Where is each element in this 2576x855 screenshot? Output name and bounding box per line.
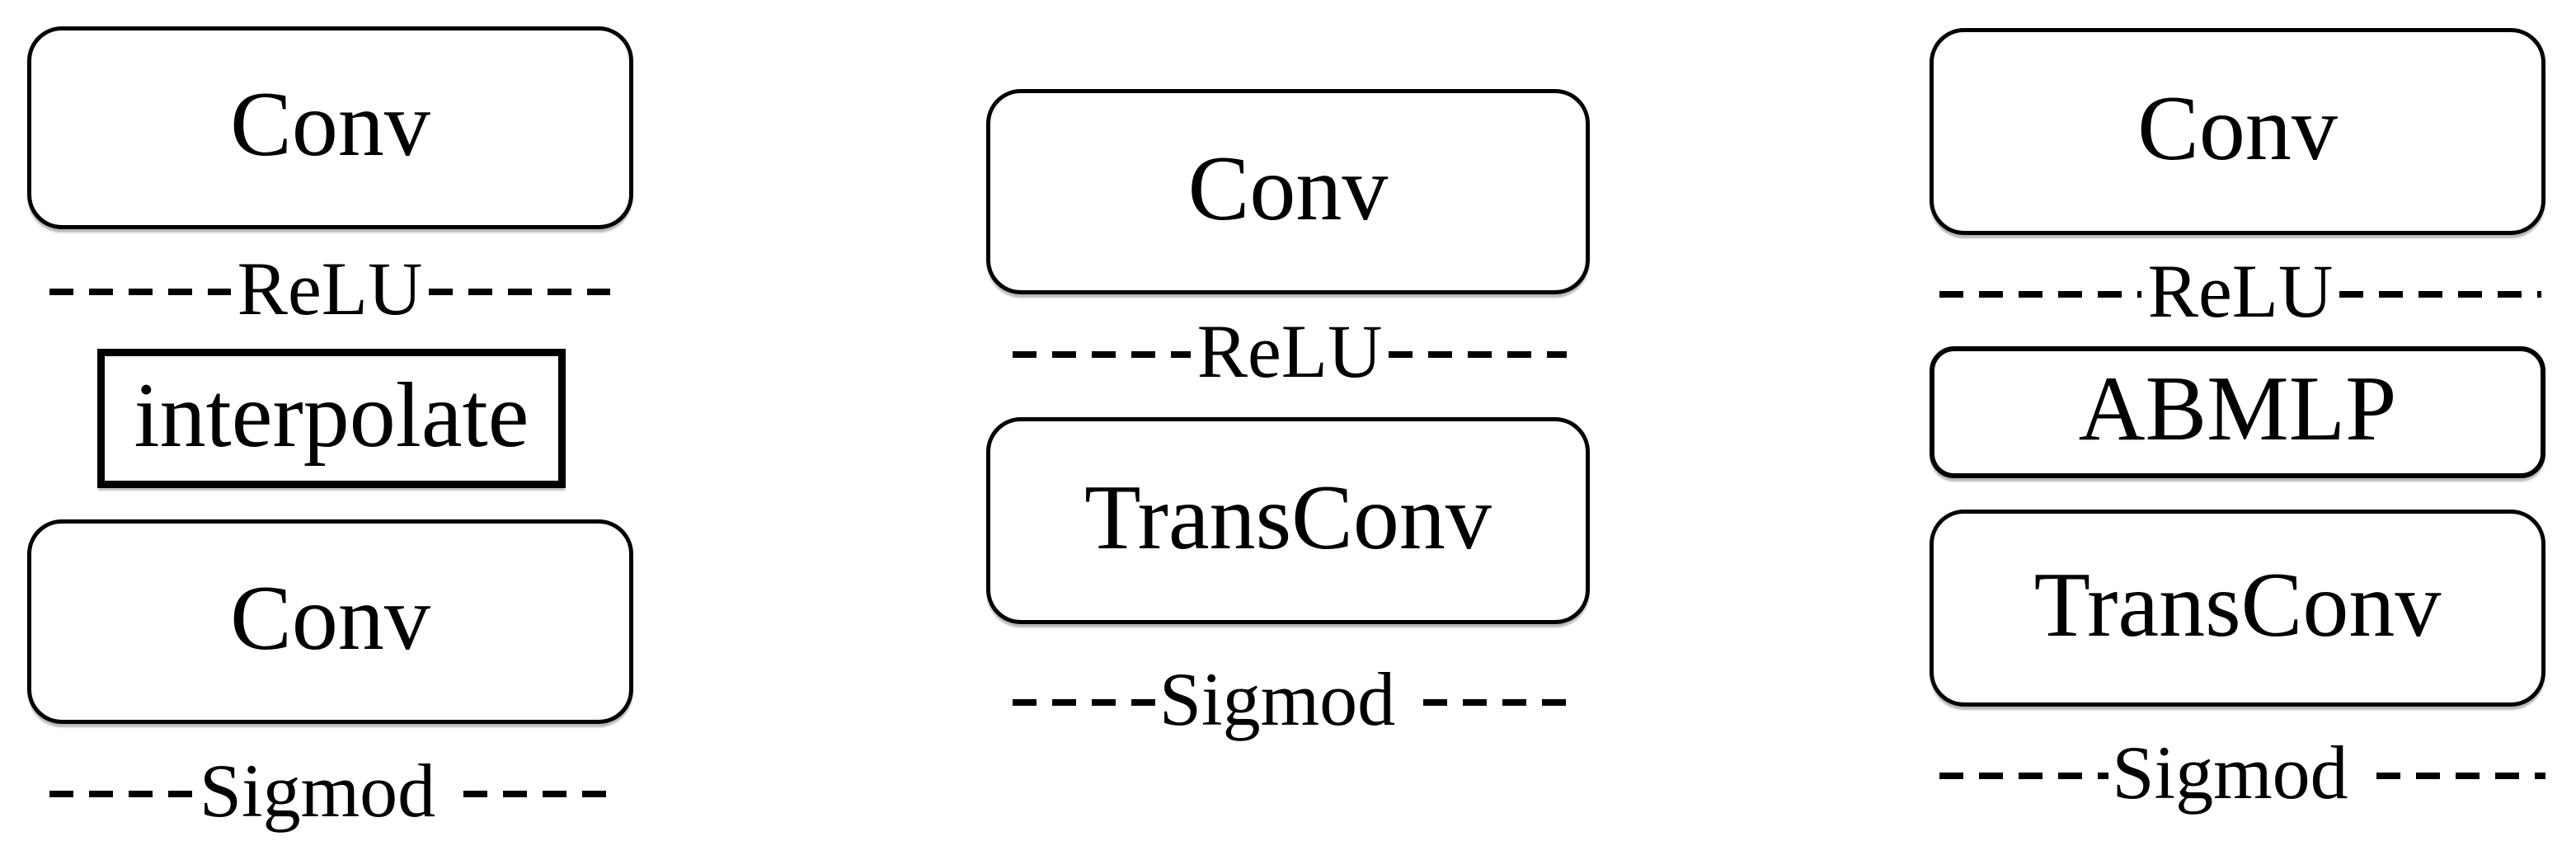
- block-label: Conv: [230, 73, 430, 176]
- dash-line-left: [1013, 351, 1191, 358]
- activation-label: Sigmod: [2112, 731, 2348, 815]
- activation-label: ReLU: [1196, 309, 1383, 393]
- dash-line-left: [49, 791, 196, 797]
- relu-activation-row: ReLU: [1013, 305, 1567, 404]
- conv-block: Conv: [1930, 28, 2545, 235]
- dash-line-right: [1423, 699, 1568, 706]
- block-label: Conv: [230, 567, 430, 669]
- dash-line-right: [429, 289, 610, 295]
- block-label: TransConv: [2033, 553, 2442, 656]
- relu-activation-row: ReLU: [1939, 245, 2541, 344]
- activation-label: ReLU: [237, 247, 423, 331]
- dash-line-right: [1389, 351, 1567, 358]
- relu-activation-row: ReLU: [49, 242, 610, 341]
- activation-label: ReLU: [2147, 249, 2334, 333]
- dash-line-right: [2376, 773, 2546, 779]
- block-label: ABMLP: [2078, 358, 2397, 460]
- activation-label: Sigmod: [199, 749, 436, 833]
- dash-line-left: [1013, 699, 1156, 706]
- sigmod-activation-row: Sigmod: [1013, 653, 1568, 752]
- block-label: interpolate: [134, 364, 529, 467]
- abmlp-block: ABMLP: [1930, 346, 2545, 478]
- interpolate-block: interpolate: [97, 349, 566, 488]
- activation-label: Sigmod: [1159, 657, 1396, 741]
- dash-line-left: [49, 289, 231, 295]
- sigmod-activation-row: Sigmod: [49, 745, 611, 843]
- conv-block: Conv: [986, 89, 1590, 294]
- dash-line-left: [1939, 291, 2141, 298]
- dash-line-right: [463, 791, 611, 797]
- dash-line-right: [2339, 291, 2541, 298]
- conv-block: Conv: [27, 519, 633, 724]
- sigmod-activation-row: Sigmod: [1939, 726, 2546, 825]
- block-label: TransConv: [1084, 466, 1492, 569]
- block-label: Conv: [1187, 137, 1389, 240]
- dash-line-left: [1939, 773, 2109, 779]
- transconv-block: TransConv: [1930, 510, 2545, 707]
- transconv-block: TransConv: [986, 417, 1590, 624]
- block-label: Conv: [2137, 77, 2338, 180]
- conv-block: Conv: [27, 26, 633, 229]
